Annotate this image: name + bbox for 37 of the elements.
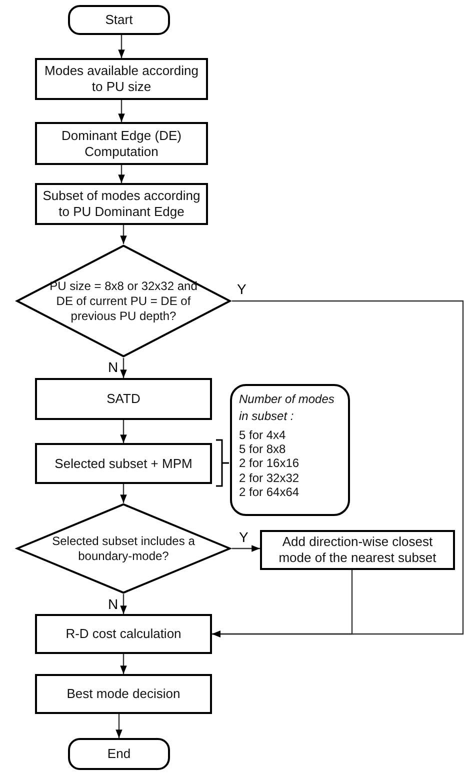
process-box: R-D cost calculation xyxy=(35,614,212,654)
process-box: SATD xyxy=(35,378,212,420)
arrow xyxy=(120,420,127,443)
terminal-box: Start xyxy=(68,5,170,35)
note-line: 2 for 32x32 xyxy=(239,470,300,486)
note-line: 2 for 16x16 xyxy=(239,456,300,471)
edge-label: Y xyxy=(236,282,248,296)
process-box: Subset of modes according to PU Dominant Edge xyxy=(35,183,208,225)
arrow xyxy=(212,570,353,638)
arrow xyxy=(118,165,125,183)
arrow xyxy=(120,358,127,378)
note-line: 5 for 4x4 xyxy=(239,428,286,442)
note-heading: Number of modes in subset : xyxy=(239,391,336,425)
arrow xyxy=(232,545,260,552)
note-line: 5 for 8x8 xyxy=(239,442,286,456)
decision-diamond xyxy=(15,244,232,358)
arrow xyxy=(120,484,127,503)
edge-label: N xyxy=(107,360,120,374)
arrow xyxy=(118,35,125,58)
process-box: Add direction-wise closest mode of the nearest subset xyxy=(260,530,455,570)
edge-label: Y xyxy=(238,530,250,544)
process-box: Modes available according to PU size xyxy=(35,58,208,100)
arrow xyxy=(120,594,127,614)
arrow xyxy=(120,654,127,674)
decision-text: PU size = 8x8 or 32x32 and DE of current PU = DE of previous PU depth? xyxy=(48,278,198,324)
process-box: Selected subset + MPM xyxy=(35,443,212,484)
process-box: Dominant Edge (DE) Computation xyxy=(35,122,208,165)
note-box xyxy=(230,384,350,516)
arrow xyxy=(120,225,127,244)
note-line: 2 for 64x64 xyxy=(239,485,300,500)
decision-diamond xyxy=(15,503,232,594)
process-box: Best mode decision xyxy=(35,674,212,714)
terminal-box: End xyxy=(68,738,170,770)
arrow xyxy=(118,100,125,122)
decision-text: Selected subset includes a boundary-mode? xyxy=(51,534,196,564)
edge-label: N xyxy=(107,597,120,611)
arrow xyxy=(116,714,122,738)
